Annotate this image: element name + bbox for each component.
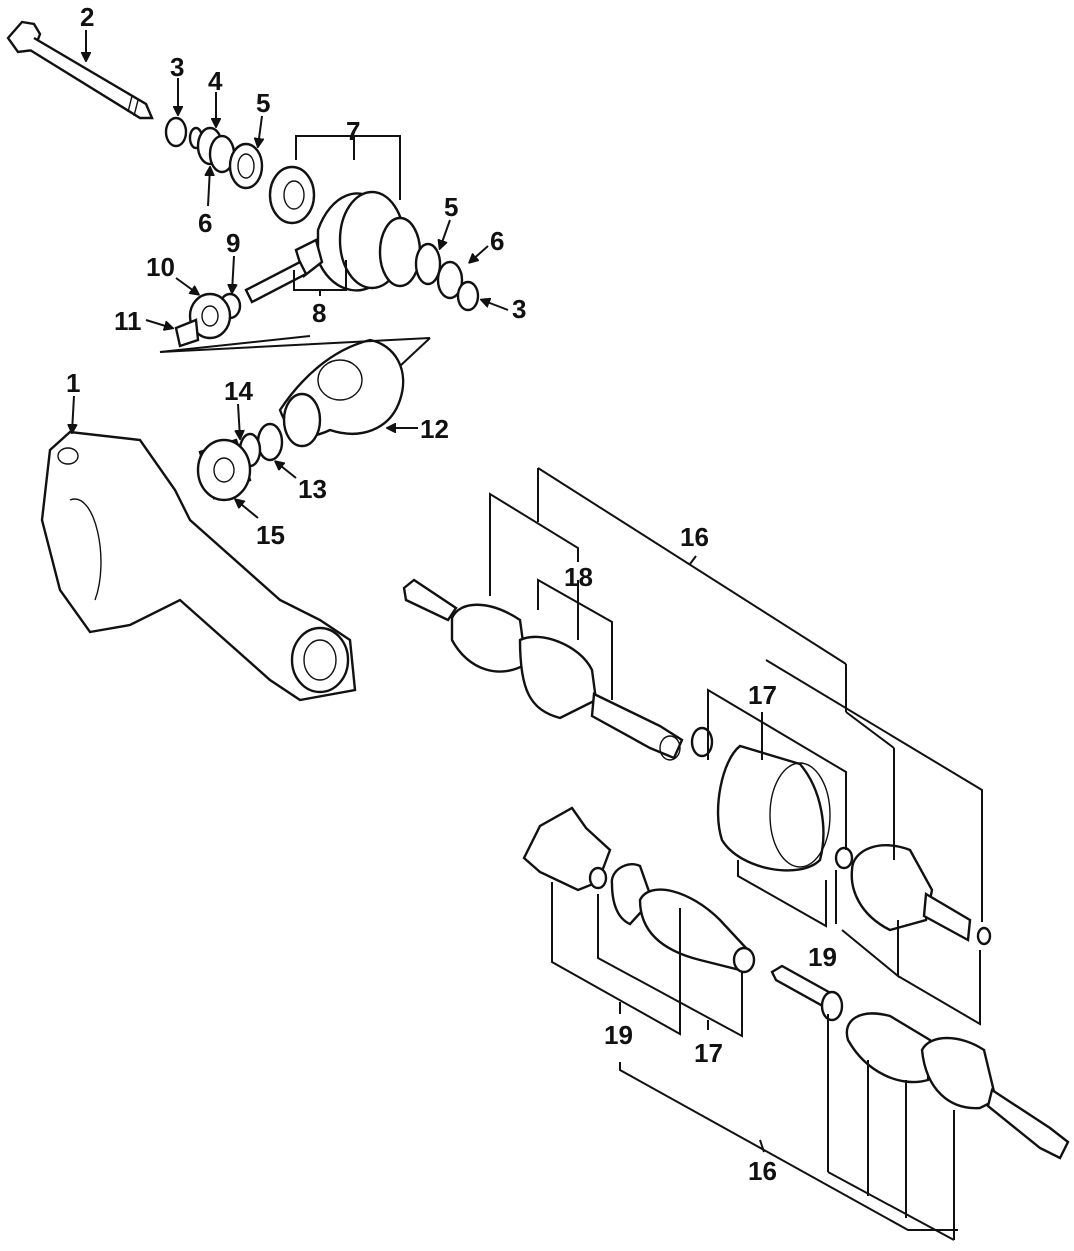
callout-11: 11 (114, 306, 142, 336)
cv-inner-joint-lower-part (522, 806, 756, 974)
callout-15: 15 (256, 520, 285, 550)
flange-seal-part (196, 422, 284, 502)
callout-10: 10 (146, 252, 175, 282)
callout-5-left: 5 (256, 88, 270, 118)
callout-7: 7 (346, 116, 360, 146)
callout-6-left: 6 (198, 208, 212, 238)
callout-17-lower: 17 (694, 1038, 723, 1068)
callout-1: 1 (66, 368, 80, 398)
callout-3-left: 3 (170, 52, 184, 82)
callout-4: 4 (208, 66, 223, 96)
callout-16-upper: 16 (680, 522, 709, 552)
callout-12: 12 (420, 414, 449, 444)
callout-8: 8 (312, 298, 326, 328)
callout-16-lower: 16 (748, 1156, 777, 1186)
bearing-group-left (164, 116, 264, 190)
callout-6-right: 6 (490, 226, 504, 256)
callout-13: 13 (298, 474, 327, 504)
callout-2: 2 (80, 2, 94, 32)
leader-lines (72, 30, 983, 1241)
axle-shaft-part (6, 20, 154, 120)
callout-19-upper: 19 (808, 942, 837, 972)
cv-outer-joint-upper-part (850, 844, 992, 946)
callout-18: 18 (564, 562, 593, 592)
callout-17-upper: 17 (748, 680, 777, 710)
callout-19-lower: 19 (604, 1020, 633, 1050)
axle-housing-part (40, 430, 357, 702)
callout-3-right: 3 (512, 294, 526, 324)
callout-5-right: 5 (444, 192, 458, 222)
cv-boot-upper-part (690, 726, 854, 872)
differential-carrier-part (268, 165, 480, 312)
callout-14: 14 (224, 376, 253, 406)
callout-9: 9 (226, 228, 240, 258)
callout-labels: 2 3 4 5 6 7 5 6 3 8 9 10 11 1 14 12 13 1… (66, 2, 837, 1186)
differential-housing-part (278, 338, 405, 448)
cv-axle-lower-part (770, 964, 1070, 1160)
cv-axle-upper-part (402, 578, 684, 761)
pinion-assembly-part (174, 238, 324, 348)
